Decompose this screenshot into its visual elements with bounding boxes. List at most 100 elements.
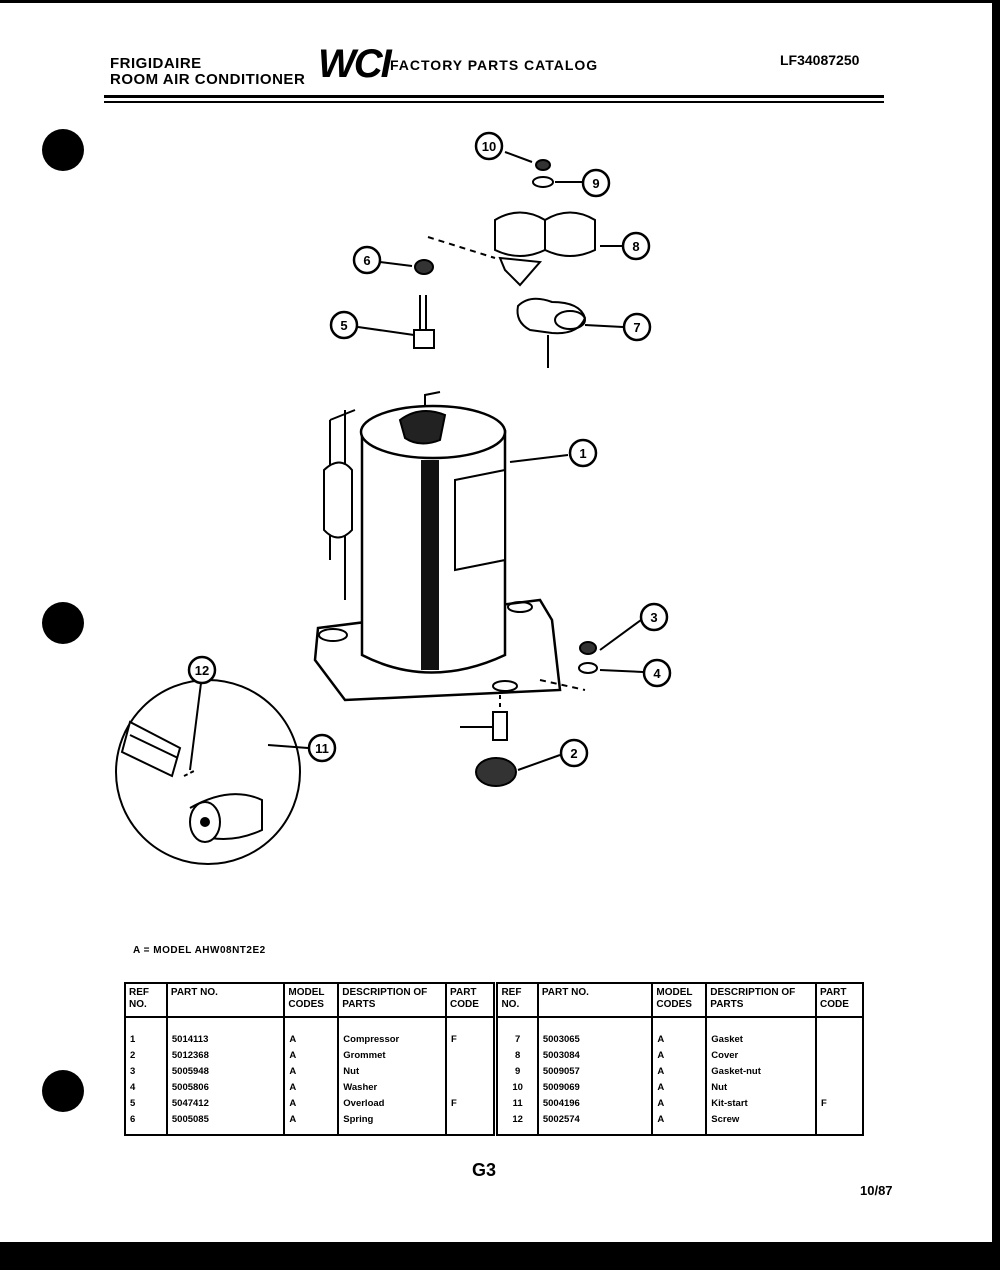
model-code-cell: A — [651, 1096, 708, 1112]
callout-circle-8 — [621, 231, 651, 261]
table-row: 1 5014113 A Compressor F 7 5003065 A Gas… — [124, 1017, 864, 1048]
leader-lines — [189, 151, 644, 771]
header-part-code: PART CODE — [445, 982, 497, 1018]
model-code-cell: A — [283, 1096, 340, 1112]
model-code-cell: A — [283, 1048, 340, 1064]
model-code-cell: A — [283, 1112, 340, 1136]
part-code-cell — [445, 1064, 497, 1080]
part-code-cell — [445, 1112, 497, 1136]
wci-logo: WCI — [318, 42, 392, 86]
part-code-cell — [815, 1064, 864, 1080]
callout-circle-12 — [187, 655, 217, 685]
description-cell: Grommet — [337, 1048, 448, 1064]
ref-cell: 1 — [124, 1017, 168, 1048]
callout-label-8: 8 — [632, 239, 639, 254]
header-rule-bottom — [104, 101, 884, 103]
callout-circle-4 — [642, 658, 672, 688]
ref-cell: 3 — [124, 1064, 168, 1080]
punch-hole-bottom — [42, 1070, 84, 1112]
header-ref-no: REF NO. — [124, 982, 168, 1018]
header-part-no-right: PART NO. — [536, 982, 654, 1018]
callout-label-7: 7 — [633, 320, 640, 335]
header-description: DESCRIPTION OF PARTS — [337, 982, 448, 1018]
table-row: 5 5047412 A Overload F 11 5004196 A Kit-… — [124, 1096, 864, 1112]
part-no-cell: 5012368 — [165, 1048, 286, 1064]
ref-cell: 5 — [124, 1096, 168, 1112]
exploded-parts-diagram: 10 9 8 6 7 5 1 3 4 12 11 2 — [115, 131, 672, 865]
callout-circle-3 — [639, 602, 669, 632]
header-part-no: PART NO. — [165, 982, 286, 1018]
parts-table: REF NO. PART NO. MODEL CODES DESCRIPTION… — [124, 982, 864, 1136]
part-no-cell: 5003084 — [536, 1048, 654, 1064]
catalog-title: FACTORY PARTS CATALOG — [390, 57, 599, 73]
table-row: 4 5005806 A Washer 10 5009069 A Nut — [124, 1080, 864, 1096]
description-cell: Spring — [337, 1112, 448, 1136]
description-cell: Nut — [705, 1080, 818, 1096]
part-no-cell: 5009057 — [536, 1064, 654, 1080]
compressor-drawing — [313, 391, 562, 702]
part-no-cell: 5003065 — [536, 1017, 654, 1048]
model-code-cell: A — [283, 1080, 340, 1096]
ref-cell: 2 — [124, 1048, 168, 1064]
part-code-cell — [815, 1048, 864, 1064]
part-no-cell: 5002574 — [536, 1112, 654, 1136]
punch-hole-top — [42, 129, 84, 171]
description-cell: Washer — [337, 1080, 448, 1096]
part-code-cell: F — [445, 1017, 497, 1048]
part-code-cell — [815, 1080, 864, 1096]
callout-circle-6 — [352, 245, 382, 275]
header-model-codes-right: MODEL CODES — [651, 982, 708, 1018]
ref-cell: 6 — [124, 1112, 168, 1136]
ref-cell: 4 — [124, 1080, 168, 1096]
table-row: 3 5005948 A Nut 9 5009057 A Gasket-nut — [124, 1064, 864, 1080]
header-part-code-right: PART CODE — [815, 982, 864, 1018]
header-rule-top — [104, 95, 884, 98]
ref-cell: 7 — [493, 1017, 539, 1048]
model-code-cell: A — [651, 1080, 708, 1096]
callout-circle-2 — [559, 738, 589, 768]
callout-label-1: 1 — [579, 446, 586, 461]
part-code-cell: F — [445, 1096, 497, 1112]
description-cell: Compressor — [337, 1017, 448, 1048]
scan-border-bottom — [0, 1242, 1000, 1270]
callout-circle-1 — [568, 438, 598, 468]
scan-border-top — [0, 0, 1000, 3]
header-ref-no-right: REF NO. — [493, 982, 539, 1018]
brand-name: FRIGIDAIRE — [110, 55, 202, 72]
part-no-cell: 5004196 — [536, 1096, 654, 1112]
ref-cell: 12 — [493, 1112, 539, 1136]
callout-label-12: 12 — [195, 663, 209, 678]
callout-label-11: 11 — [315, 741, 329, 756]
model-code-cell: A — [651, 1048, 708, 1064]
part-no-cell: 5009069 — [536, 1080, 654, 1096]
model-code-cell: A — [283, 1064, 340, 1080]
callout-label-3: 3 — [650, 610, 657, 625]
part-code-cell: F — [815, 1096, 864, 1112]
callout-circle-5 — [329, 310, 359, 340]
punch-hole-middle — [42, 602, 84, 644]
callout-label-6: 6 — [363, 253, 370, 268]
part-code-cell — [815, 1112, 864, 1136]
scan-border-right — [992, 0, 1000, 1270]
table-row: 2 5012368 A Grommet 8 5003084 A Cover — [124, 1048, 864, 1064]
model-code-cell: A — [283, 1017, 340, 1048]
table-row: 6 5005085 A Spring 12 5002574 A Screw — [124, 1112, 864, 1136]
ref-cell: 8 — [493, 1048, 539, 1064]
callout-label-4: 4 — [653, 666, 661, 681]
part-code-cell — [445, 1080, 497, 1096]
part-drawings — [115, 159, 598, 865]
model-code-cell: A — [651, 1064, 708, 1080]
callout-label-2: 2 — [570, 746, 577, 761]
product-line: ROOM AIR CONDITIONER — [110, 71, 306, 88]
callout-circle-10 — [474, 131, 504, 161]
part-no-cell: 5005948 — [165, 1064, 286, 1080]
callout-label-5: 5 — [340, 318, 347, 333]
ref-cell: 11 — [493, 1096, 539, 1112]
page-number: G3 — [472, 1160, 497, 1180]
model-code-cell: A — [651, 1112, 708, 1136]
header-description-right: DESCRIPTION OF PARTS — [705, 982, 818, 1018]
description-cell: Kit-start — [705, 1096, 818, 1112]
part-no-cell: 5047412 — [165, 1096, 286, 1112]
model-code-legend: A = MODEL AHW08NT2E2 — [133, 945, 266, 956]
